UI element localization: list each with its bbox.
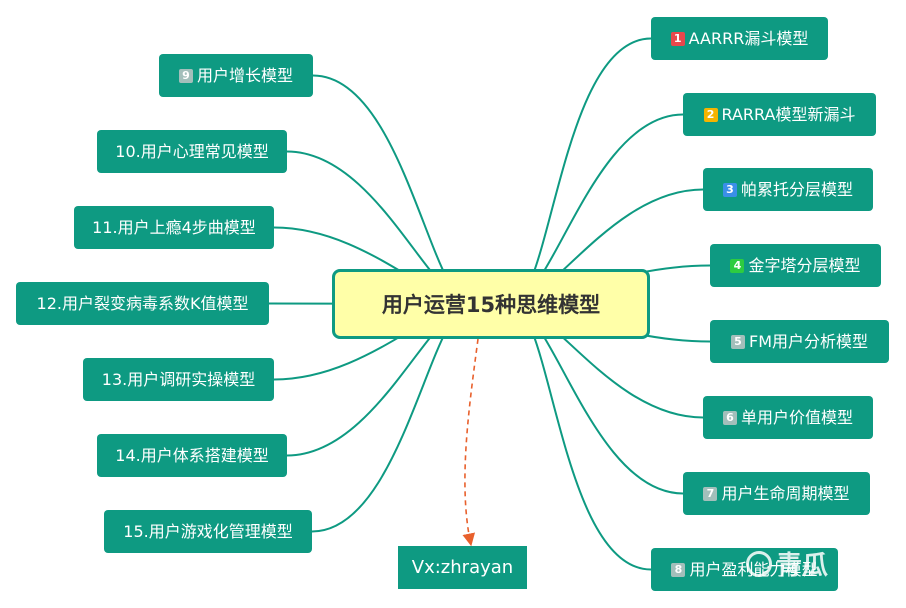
model-node-profitability[interactable]: 8 用户盈利能力模型: [651, 548, 838, 591]
model-node-research[interactable]: 13.用户调研实操模型: [83, 358, 274, 401]
number-badge-4: 4: [730, 258, 745, 273]
model-node-label: 12.用户裂变病毒系数K值模型: [36, 293, 249, 313]
model-node-label: 13.用户调研实操模型: [101, 369, 256, 389]
model-node-label: 14.用户体系搭建模型: [115, 445, 269, 465]
number-badge-1: 1: [670, 31, 685, 46]
contact-node[interactable]: Vx:zhrayan: [398, 546, 527, 589]
model-node-gamification[interactable]: 15.用户游戏化管理模型: [104, 510, 312, 553]
connector-right-8: [510, 303, 652, 571]
model-node-label: 10.用户心理常见模型: [115, 141, 269, 161]
number-badge-6: 6: [722, 410, 737, 425]
model-node-viral-k[interactable]: 12.用户裂变病毒系数K值模型: [16, 282, 269, 325]
number-badge-5: 5: [730, 334, 745, 349]
number-badge-3: 3: [722, 182, 737, 197]
model-node-label: RARRA模型新漏斗: [721, 104, 856, 124]
contact-label: Vx:zhrayan: [411, 557, 514, 578]
number-badge-7: 7: [703, 486, 718, 501]
model-node-label: 15.用户游戏化管理模型: [123, 521, 293, 541]
model-node-label: 11.用户上瘾4步曲模型: [92, 217, 256, 237]
model-node-psychology[interactable]: 10.用户心理常见模型: [97, 130, 287, 173]
model-node-label: AARRR漏斗模型: [688, 28, 809, 48]
model-node-user-system[interactable]: 14.用户体系搭建模型: [97, 434, 287, 477]
watermark-logo-icon: [746, 550, 772, 577]
model-node-pyramid[interactable]: 4 金字塔分层模型: [710, 244, 881, 287]
watermark-text: 青瓜: [776, 551, 829, 581]
number-badge-2: 2: [703, 107, 718, 122]
model-node-user-value[interactable]: 6 单用户价值模型: [703, 396, 873, 439]
model-node-label: 单用户价值模型: [740, 407, 853, 427]
model-node-pareto[interactable]: 3 帕累托分层模型: [703, 168, 873, 211]
number-badge-9: 9: [178, 68, 193, 83]
model-node-label: 用户生命周期模型: [721, 483, 850, 503]
central-topic[interactable]: 用户运营15种思维模型: [332, 269, 650, 339]
model-node-growth[interactable]: 9 用户增长模型: [159, 54, 313, 97]
model-node-rarra[interactable]: 2 RARRA模型新漏斗: [683, 93, 876, 136]
dashed-arrow-to-contact: [462, 338, 479, 547]
model-node-fm[interactable]: 5 FM用户分析模型: [710, 320, 889, 363]
model-node-label: 用户增长模型: [196, 65, 293, 85]
central-topic-label: 用户运营15种思维模型: [381, 293, 601, 317]
model-node-label: 金字塔分层模型: [748, 255, 861, 275]
model-node-aarrr[interactable]: 1 AARRR漏斗模型: [651, 17, 828, 60]
watermark: 青瓜: [746, 545, 828, 582]
model-node-addiction[interactable]: 11.用户上瘾4步曲模型: [74, 206, 274, 249]
connector-right-1: [510, 37, 652, 305]
number-badge-8: 8: [671, 562, 686, 577]
model-node-lifecycle[interactable]: 7 用户生命周期模型: [683, 472, 870, 515]
model-node-label: FM用户分析模型: [748, 331, 868, 351]
model-node-label: 帕累托分层模型: [740, 179, 853, 199]
